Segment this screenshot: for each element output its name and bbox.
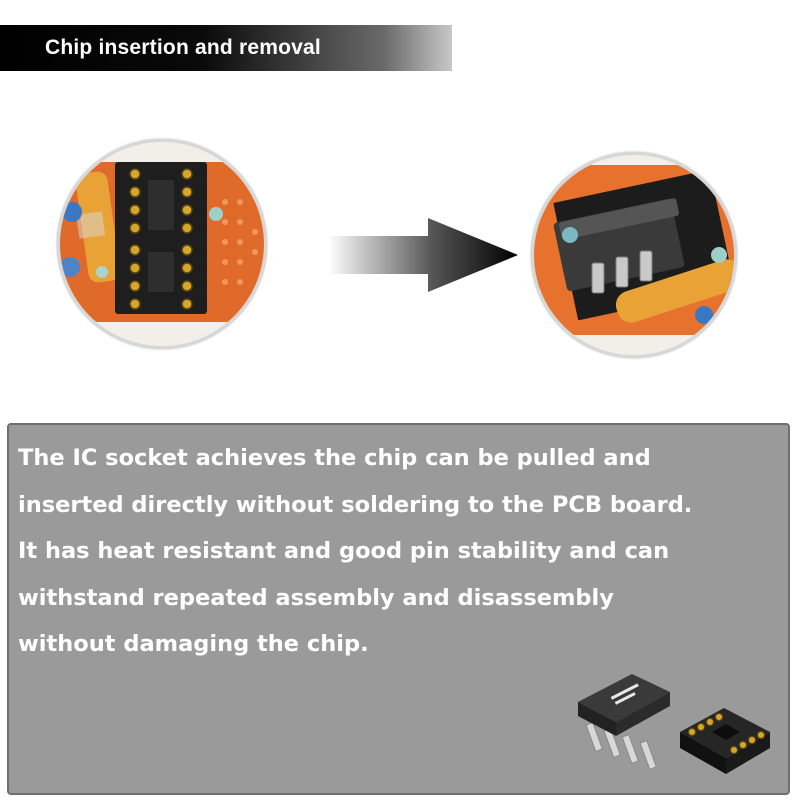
description-line: withstand repeated assembly and disassem…: [18, 584, 614, 611]
dip-chip-icon: [578, 674, 670, 770]
socket-photo: [57, 139, 267, 349]
header-title: Chip insertion and removal: [45, 36, 321, 59]
chip-in-socket-image: [534, 155, 734, 355]
ic-socket-icon: [680, 708, 770, 774]
description-text: The IC socket achieves the chip can be p…: [18, 435, 793, 668]
description-line: The IC socket achieves the chip can be p…: [18, 445, 651, 471]
description-line: inserted directly without soldering to t…: [18, 491, 693, 518]
header-bar: Chip insertion and removal: [0, 25, 452, 71]
description-line: It has heat resistant and good pin stabi…: [18, 538, 670, 564]
chip-inserted-photo: [531, 152, 737, 358]
dip-chip-and-socket-image: [578, 674, 770, 774]
socket-on-pcb-image: [60, 142, 264, 346]
description-line: without damaging the chip.: [18, 631, 369, 657]
description-panel: The IC socket achieves the chip can be p…: [7, 423, 790, 795]
arrow-right-icon: [328, 218, 518, 292]
